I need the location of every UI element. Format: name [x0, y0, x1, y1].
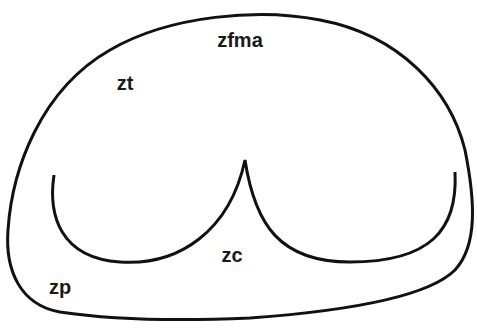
outer-outline	[8, 15, 473, 320]
region-label: zc	[221, 245, 242, 265]
region-label: zp	[49, 277, 71, 297]
inner-curve	[53, 160, 456, 262]
region-label: zt	[117, 73, 134, 93]
region-label: zfma	[217, 30, 263, 50]
